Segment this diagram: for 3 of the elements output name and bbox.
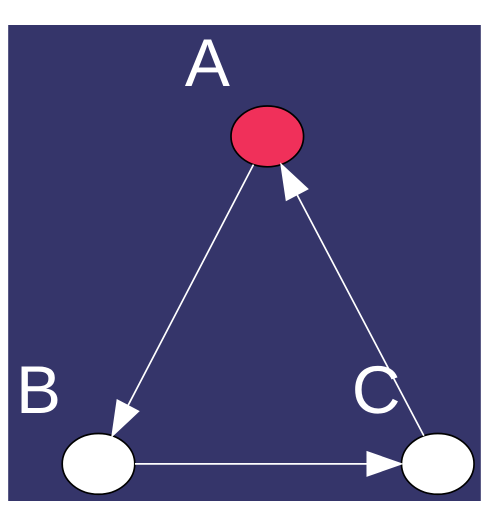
node-label: A <box>184 25 230 100</box>
node-label: C <box>352 352 401 428</box>
node-label: B <box>16 352 62 428</box>
